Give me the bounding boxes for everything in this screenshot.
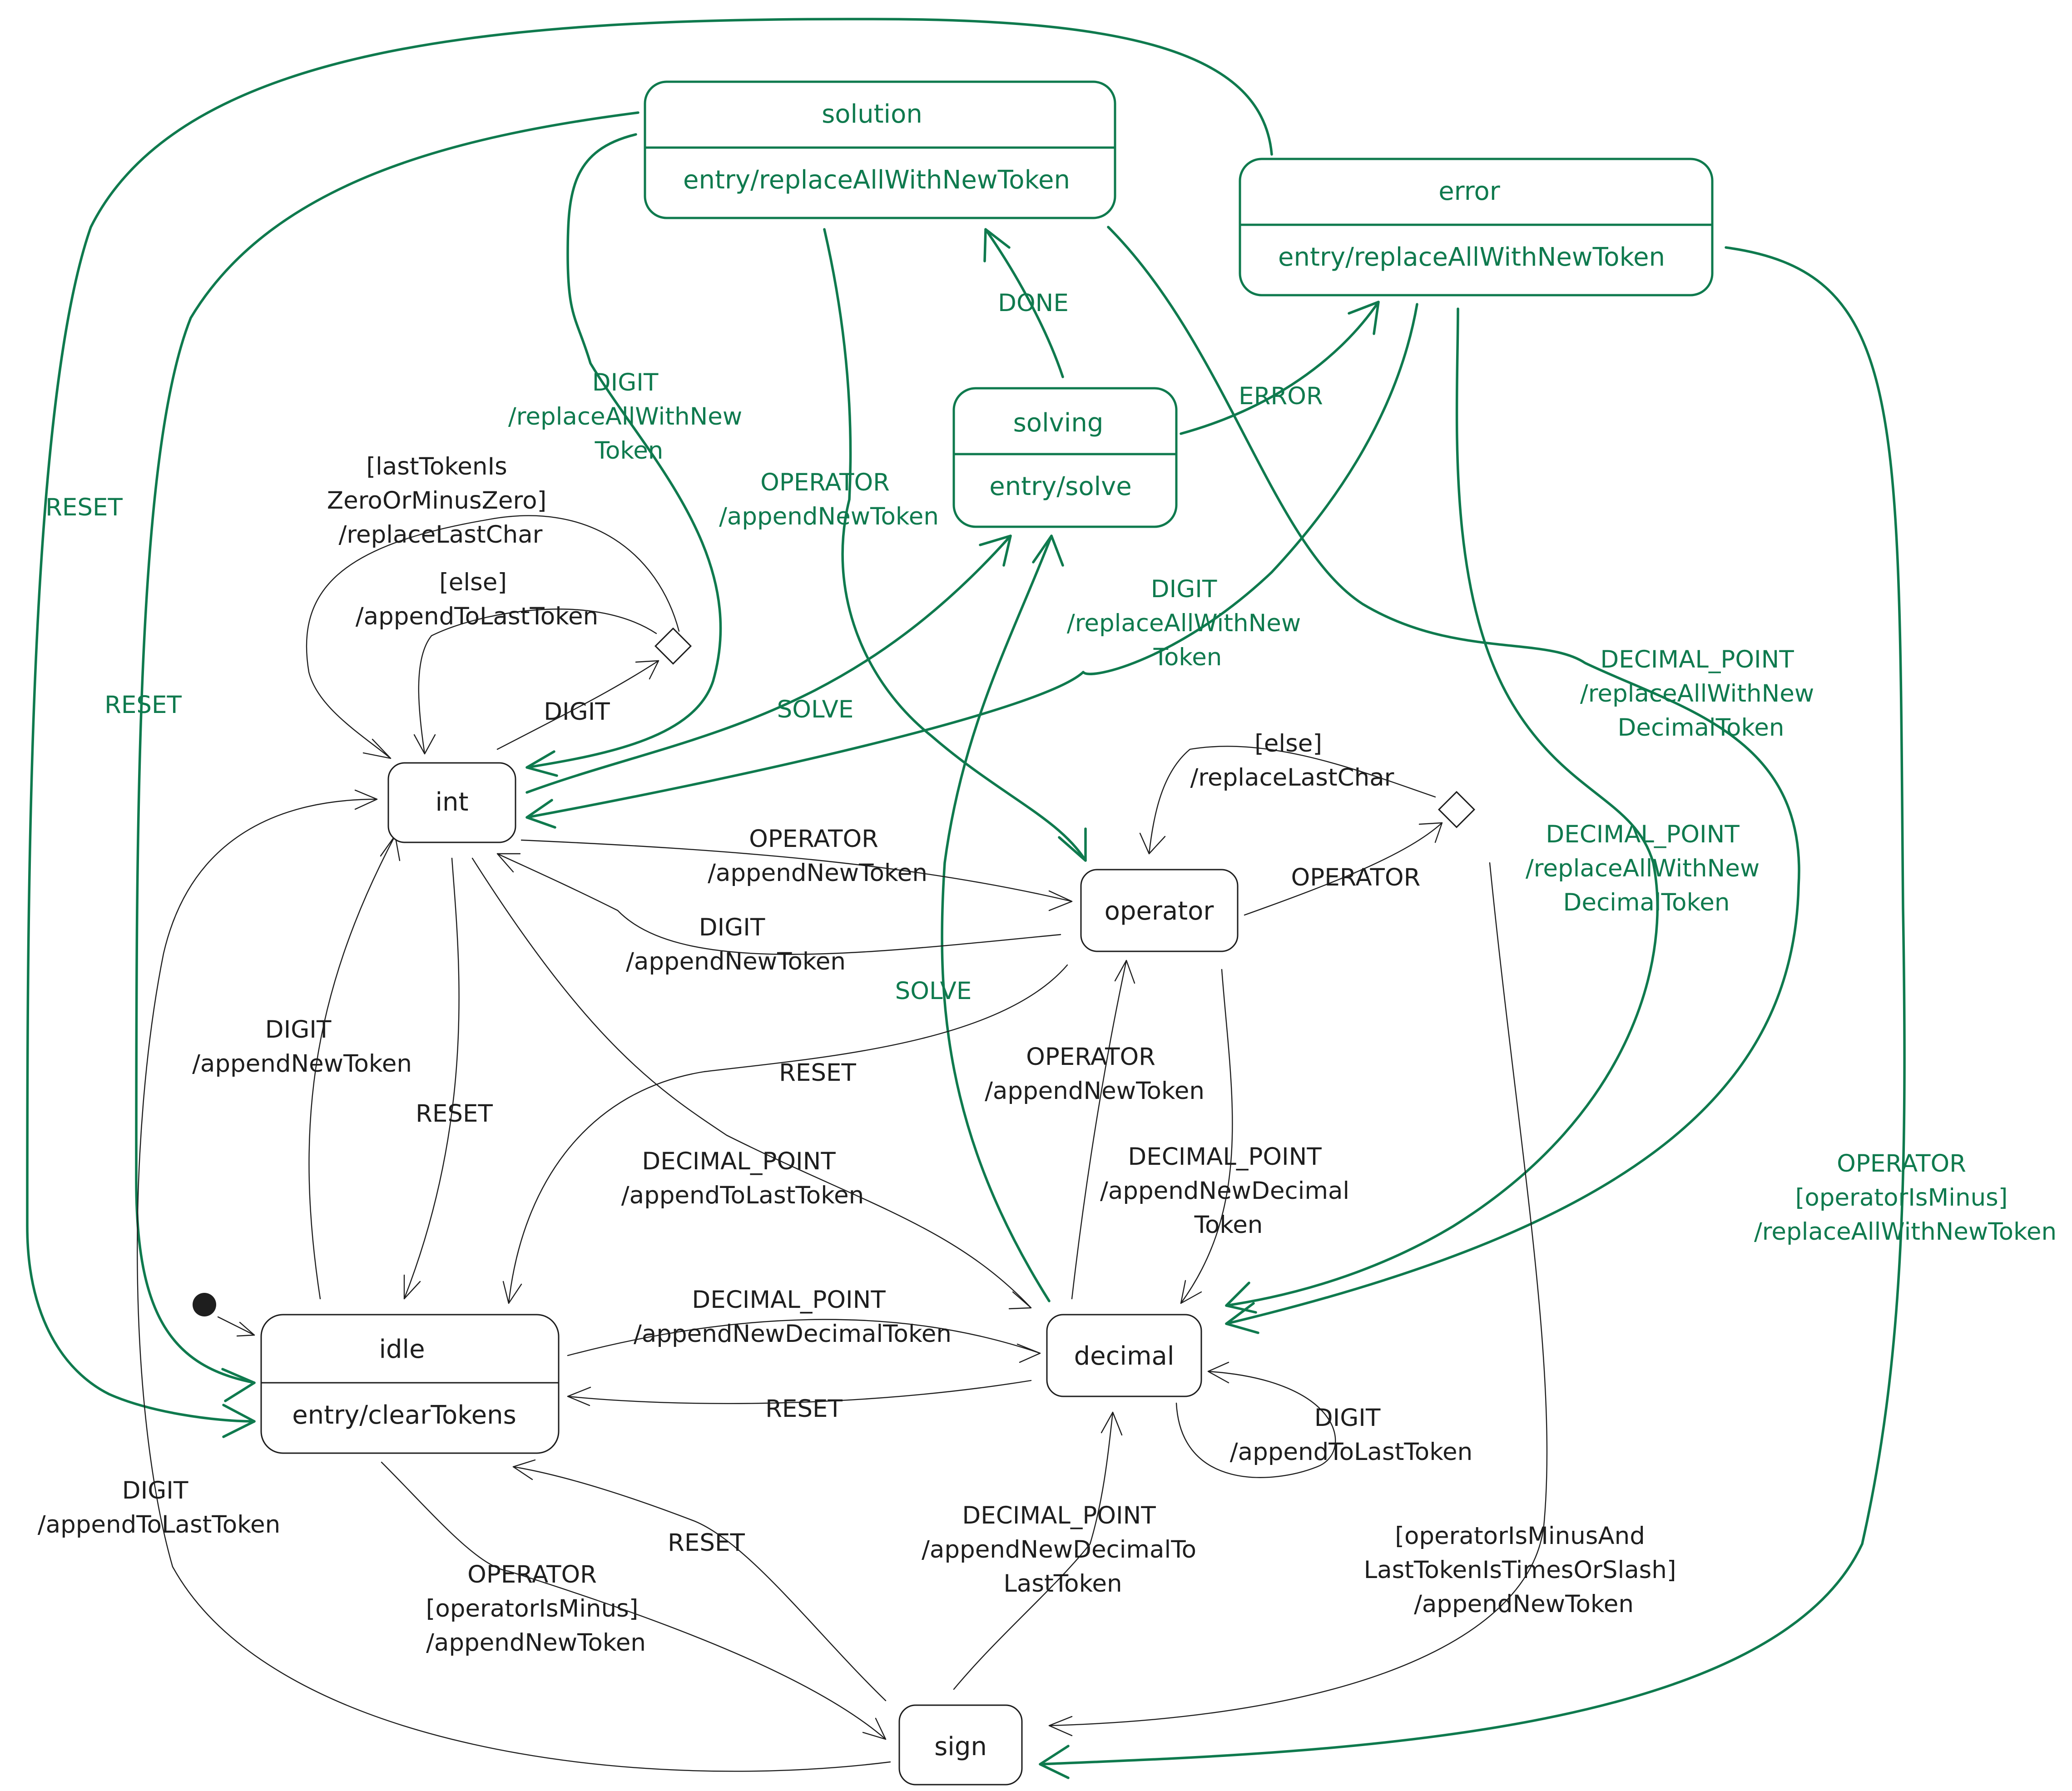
state-entry-action: entry/replaceAllWithNewToken xyxy=(683,165,1070,195)
state-int: int xyxy=(387,762,516,843)
state-name: error xyxy=(1438,177,1501,206)
state-entry-action: entry/solve xyxy=(989,472,1132,501)
label-sign-int: DIGIT /appendToLastToken xyxy=(38,1477,280,1539)
state-name: sign xyxy=(934,1732,987,1761)
labels-green: RESET RESET DIGIT /replaceAllWithNew Tok… xyxy=(45,289,2057,1246)
choice-node-operator xyxy=(1438,791,1476,828)
label-digit-error-int: DIGIT /replaceAllWithNew Token xyxy=(1067,575,1309,671)
edge-reset-solution-idle xyxy=(26,18,1273,1423)
label-idle-int: DIGIT /appendNewToken xyxy=(192,1016,412,1078)
choice-node-int xyxy=(654,627,692,665)
edges-black xyxy=(137,515,1548,1772)
labels-black: [lastTokenIs ZeroOrMinusZero] /replaceLa… xyxy=(38,453,1684,1657)
label-int-decimal: DECIMAL_POINT /appendToLastToken xyxy=(621,1148,864,1209)
label-operator-decimal: DECIMAL_POINT /appendNewDecimal Token xyxy=(1100,1143,1357,1239)
state-solution: solution entry/replaceAllWithNewToken xyxy=(644,80,1116,219)
state-name: solving xyxy=(1013,408,1104,438)
label-int-idle: RESET xyxy=(416,1100,493,1128)
label-operator-solution-operator: OPERATOR /appendNewToken xyxy=(719,469,939,530)
label-solve-decimal: SOLVE xyxy=(895,977,972,1005)
label-operator-error-sign: OPERATOR [operatorIsMinus] /replaceAllWi… xyxy=(1754,1150,2057,1246)
label-idle-sign: OPERATOR [operatorIsMinus] /appendNewTok… xyxy=(426,1561,646,1657)
state-idle: idle entry/clearTokens xyxy=(260,1314,560,1454)
state-name: decimal xyxy=(1074,1341,1175,1371)
label-decimal-operator: OPERATOR /appendNewToken xyxy=(985,1043,1205,1105)
label-idle-decimal: DECIMAL_POINT /appendNewDecimalToken xyxy=(634,1286,952,1348)
initial-state-dot xyxy=(193,1293,216,1316)
label-int-self-else: [else] /appendToLastToken xyxy=(356,569,598,630)
state-name: operator xyxy=(1105,896,1214,926)
state-error: error entry/replaceAllWithNewToken xyxy=(1239,158,1714,297)
label-int-digit-choice: DIGIT xyxy=(544,698,610,726)
label-reset-solution-idle: RESET xyxy=(45,494,123,521)
label-done: DONE xyxy=(998,289,1069,317)
label-decimal-solution-decimal: DECIMAL_POINT /replaceAllWithNew Decimal… xyxy=(1580,646,1822,742)
label-sign-idle: RESET xyxy=(668,1529,745,1557)
label-int-operator: OPERATOR /appendNewToken xyxy=(708,825,927,887)
state-operator: operator xyxy=(1080,869,1239,952)
label-operator-self: OPERATOR xyxy=(1291,864,1421,891)
label-int-self-guard: [lastTokenIs ZeroOrMinusZero] /replaceLa… xyxy=(327,453,554,549)
label-decimal-idle: RESET xyxy=(765,1395,843,1423)
label-decimal-error-decimal: DECIMAL_POINT /replaceAllWithNew Decimal… xyxy=(1526,821,1767,916)
state-decimal: decimal xyxy=(1046,1314,1202,1397)
label-operator-idle: RESET xyxy=(779,1059,856,1087)
label-sign-decimal: DECIMAL_POINT /appendNewDecimalTo LastTo… xyxy=(922,1502,1204,1598)
state-entry-action: entry/clearTokens xyxy=(292,1400,516,1430)
label-digit-solution-int: DIGIT /replaceAllWithNew Token xyxy=(508,369,750,465)
state-name: solution xyxy=(822,99,922,129)
state-solving: solving entry/solve xyxy=(952,387,1178,528)
label-solve-int: SOLVE xyxy=(777,696,854,723)
state-name: int xyxy=(435,787,468,817)
label-operator-int: DIGIT /appendNewToken xyxy=(626,914,846,975)
label-error: ERROR xyxy=(1239,382,1323,410)
label-operator-else: [else] /replaceLastChar xyxy=(1190,730,1394,792)
state-entry-action: entry/replaceAllWithNewToken xyxy=(1278,242,1665,272)
state-name: idle xyxy=(379,1335,425,1364)
label-decimal-self: DIGIT /appendToLastToken xyxy=(1230,1404,1472,1466)
state-sign: sign xyxy=(898,1704,1023,1786)
edges-green xyxy=(26,18,1906,1779)
label-operator-sign: [operatorIsMinusAnd LastTokenIsTimesOrSl… xyxy=(1364,1522,1684,1618)
label-reset-error-idle: RESET xyxy=(104,691,182,719)
